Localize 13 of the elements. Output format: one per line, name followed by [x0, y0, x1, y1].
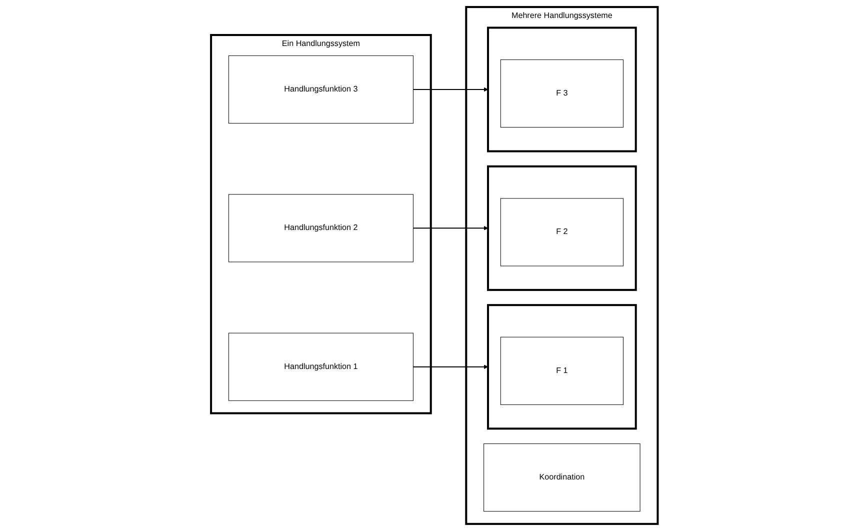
node-box: F 3 [500, 60, 624, 128]
node-box: F 1 [500, 336, 624, 405]
arrow [412, 87, 488, 92]
cluster [486, 165, 636, 291]
cluster [486, 26, 636, 152]
node-box: Handlungsfunktion 1 [228, 332, 414, 401]
node-box: Handlungsfunktion 2 [228, 194, 414, 262]
arrow [412, 364, 488, 370]
cluster [486, 304, 636, 430]
node-box: F 2 [500, 198, 624, 266]
arrow [412, 226, 488, 230]
node-box: Koordination [483, 444, 640, 512]
node-box: Handlungsfunktion 3 [228, 55, 414, 124]
